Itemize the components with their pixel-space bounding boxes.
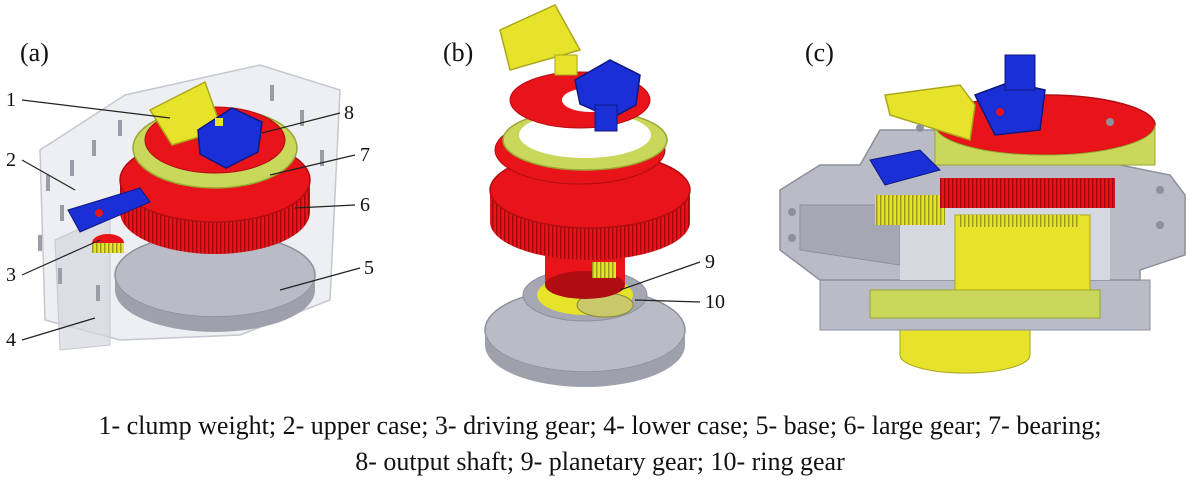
driving-gear-c <box>875 195 945 225</box>
callout-1: 1 <box>6 89 16 111</box>
output-shaft-c <box>973 81 1046 136</box>
output-shaft-b-stem <box>594 104 618 132</box>
output-shaft-b <box>574 59 641 119</box>
callout-3: 3 <box>6 264 16 286</box>
assembly-drawings <box>21 4 1186 387</box>
figure-caption: 1- clump weight; 2- upper case; 3- drivi… <box>0 408 1200 480</box>
driving-arm-pin <box>95 209 103 217</box>
bearing-c-lower <box>869 289 1101 319</box>
caption-line-1: 1- clump weight; 2- upper case; 3- drivi… <box>98 411 1102 440</box>
panel-b-leaders <box>619 261 701 303</box>
callout-7: 7 <box>360 144 370 166</box>
output-shaft-c-top <box>1004 54 1036 91</box>
driving-arm <box>67 187 151 233</box>
panel-label-a: (a) <box>20 38 49 67</box>
callout-6: 6 <box>360 194 370 216</box>
case-c-bolts <box>788 118 1164 242</box>
clump-weight-c-lower <box>899 329 1031 374</box>
callout-4: 4 <box>6 329 16 351</box>
callout-8: 8 <box>344 102 354 124</box>
driving-gear-teeth <box>92 243 124 253</box>
figure-area: (a) (b) (c) 1 2 3 4 5 6 7 8 9 10 <box>6 4 1186 387</box>
planet-teeth <box>592 262 616 278</box>
clump-weight-b-clip <box>554 54 578 76</box>
output-shaft-key <box>215 118 223 126</box>
base-b-side <box>485 330 685 387</box>
caption-line-2: 8- output shaft; 9- planetary gear; 10- … <box>355 447 845 476</box>
callout-2: 2 <box>6 149 16 171</box>
panel-a-drawing <box>21 64 361 351</box>
panel-c-drawing <box>779 54 1186 374</box>
callout-10: 10 <box>705 291 725 313</box>
ring-gear-c-teeth <box>960 215 1080 227</box>
panel-a-leaders <box>21 99 361 341</box>
large-gear-c-teeth <box>940 178 1115 208</box>
callout-9: 9 <box>705 251 715 273</box>
panel-label-c: (c) <box>805 38 834 67</box>
driving-arm-c <box>869 149 941 186</box>
output-shaft <box>197 107 263 169</box>
base-side <box>115 275 315 332</box>
panel-b-drawing <box>484 4 701 387</box>
clump-weight-b <box>499 4 582 71</box>
panel-label-b: (b) <box>443 38 474 67</box>
callout-5: 5 <box>364 257 374 279</box>
bearing-c <box>934 124 1156 166</box>
output-shaft-c-pin <box>996 108 1004 116</box>
clump-weight-c <box>884 84 976 141</box>
